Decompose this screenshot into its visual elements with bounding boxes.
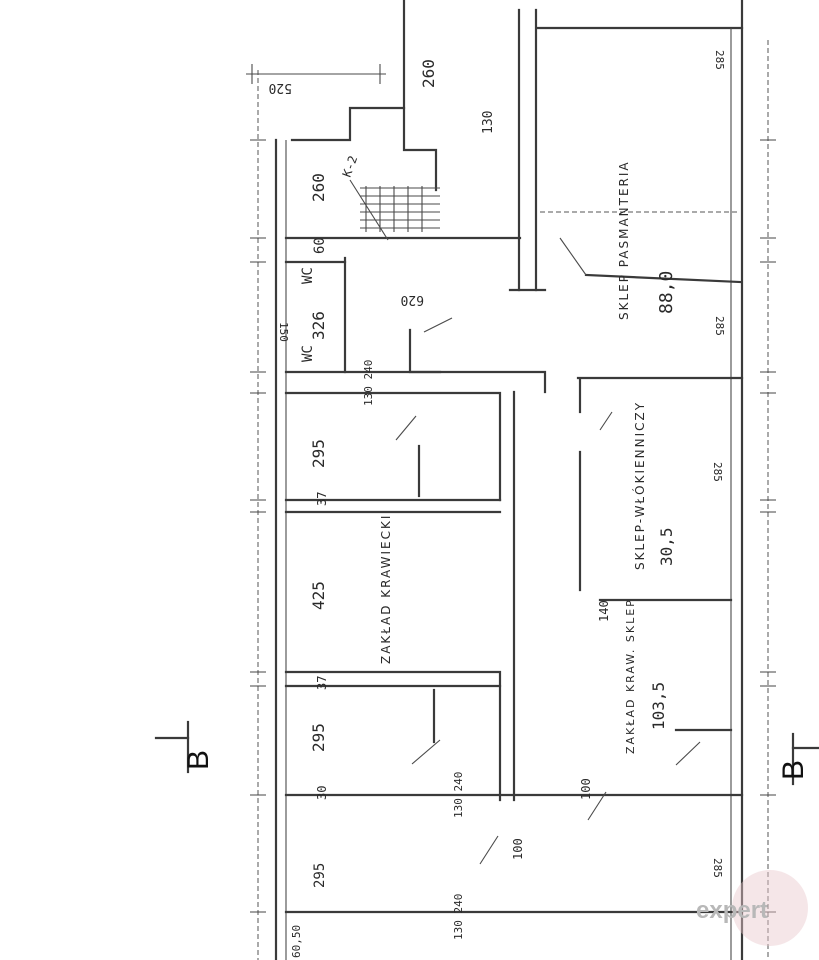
top-wing-wall xyxy=(402,0,438,192)
dim-285-b: 285 xyxy=(713,316,726,336)
dim-130: 130 xyxy=(481,111,496,134)
section-mark-left: B xyxy=(154,720,215,774)
pasmanteria-wall xyxy=(508,273,742,292)
room-label-zaklad-sklep: ZAKŁAD KRAW. SKLEP xyxy=(624,598,637,754)
section-mark-right: B xyxy=(777,732,819,786)
dim-37-a: 37 xyxy=(315,492,329,506)
door-swings xyxy=(395,237,701,865)
dim-140: 140 xyxy=(597,600,611,622)
dimension-ticks xyxy=(250,139,776,913)
dim-100-b: 100 xyxy=(511,838,525,860)
dim-60: 60 xyxy=(312,237,328,254)
dim-326: 326 xyxy=(309,311,328,340)
room-label-pasmanteria: SKLEP PASMANTERIA xyxy=(617,160,631,320)
section-label-right: B xyxy=(777,760,810,780)
dim-line-top-520 xyxy=(246,64,386,84)
wc-walls xyxy=(343,256,442,374)
dim-285-a: 285 xyxy=(713,50,726,70)
room-label-wc-lower: WC xyxy=(300,345,316,362)
dim-37-b: 37 xyxy=(315,676,329,690)
dim-top-520: 520 xyxy=(269,80,292,95)
dim-620: 620 xyxy=(401,292,424,307)
dim-425: 425 xyxy=(309,581,328,610)
area-label-pasmanteria: 88,0 xyxy=(656,271,677,314)
partition-wc2 xyxy=(284,370,547,394)
room-label-zaklad-krawiecki-1: ZAKŁAD KRAWIECKI xyxy=(379,514,393,664)
stair-core-wall xyxy=(290,106,406,142)
room-label-wc-upper: WC xyxy=(300,267,316,284)
dim-295-c: 295 xyxy=(312,863,328,888)
partition-30 xyxy=(284,670,502,802)
upper-right-wall xyxy=(534,8,744,292)
walls xyxy=(246,0,769,960)
area-label-zaklad-sklep: 103,5 xyxy=(649,682,668,730)
dim-30: 30 xyxy=(315,786,329,800)
dim-100-a: 100 xyxy=(579,778,593,800)
dim-260-top: 260 xyxy=(419,59,438,88)
watermark-text: expert xyxy=(696,897,768,924)
section-label-left: B xyxy=(182,750,215,770)
area-label-sklep-wlokienniczy: 30,5 xyxy=(657,527,676,566)
dim-130-240-b: 130 240 xyxy=(452,772,465,818)
dim-285-c: 285 xyxy=(711,462,724,482)
staircase-treads xyxy=(349,179,440,241)
dim-295-a: 295 xyxy=(309,439,328,468)
dim-295-b: 295 xyxy=(309,723,328,752)
dim-130-240-a: 130 240 xyxy=(362,360,375,406)
room-label-staircase: K-2 xyxy=(340,154,361,179)
dim-130-240-c: 130 240 xyxy=(452,894,465,940)
dim-150: 150 xyxy=(277,322,290,342)
dim-60-50: 60,50 xyxy=(290,925,303,958)
partition-295 xyxy=(284,391,502,502)
dim-285-d: 285 xyxy=(711,858,724,878)
dim-260-stair: 260 xyxy=(309,173,328,202)
watermark-logo: expert xyxy=(696,870,808,946)
room-label-sklep-wlokienniczy: SKLEP-WŁÓKIENNICZY xyxy=(632,401,647,570)
